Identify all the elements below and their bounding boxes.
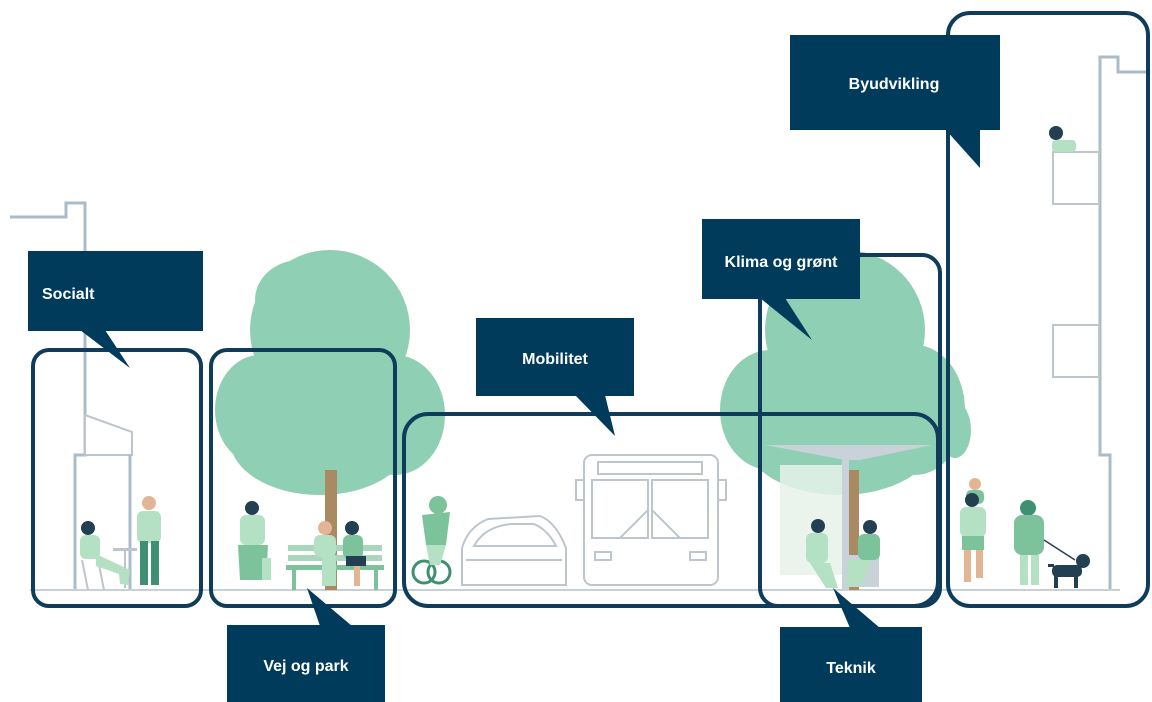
people-on-bench [314,521,366,586]
label-teknik-text: Teknik [826,660,876,677]
cyclist-icon [411,496,452,585]
label-klima-og-groent-text: Klima og grønt [725,254,839,271]
label-vej-og-park: Vej og park [227,588,385,702]
person-walking-park [238,501,271,580]
people-at-bus-stop [806,519,880,588]
person-walking-dog [1014,500,1076,585]
label-vej-og-park-text: Vej og park [263,658,348,675]
zone-byudvikling [946,11,1150,608]
bus-icon [575,454,727,586]
left-building [10,201,133,590]
dog-icon [1048,554,1090,588]
person-balcony [1049,126,1076,152]
parent-with-child [960,478,986,582]
label-mobilitet: Mobilitet [476,318,634,436]
label-teknik: Teknik [780,588,922,702]
label-byudvikling-text: Byudvikling [849,76,940,93]
label-byudvikling: Byudvikling [790,35,1000,168]
label-klima-og-groent: Klima og grønt [702,219,860,340]
label-socialt: Socialt [28,251,203,368]
person-sitting-cafe [80,521,130,585]
zone-vej-og-park [209,348,397,608]
right-building [1052,55,1149,590]
person-standing-cafe [137,496,161,585]
label-socialt-text: Socialt [42,286,95,303]
car-icon [461,514,567,586]
label-mobilitet-text: Mobilitet [522,351,588,368]
